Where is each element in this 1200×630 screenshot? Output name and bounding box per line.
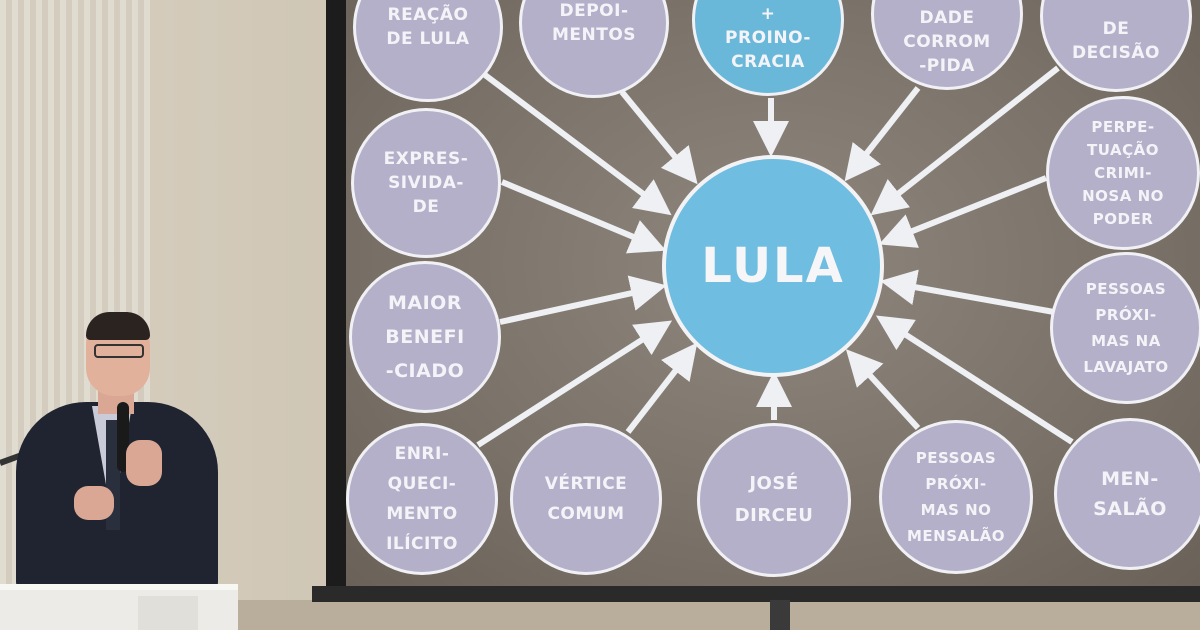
arrow-mensalao-pessoas — [845, 349, 921, 431]
node-label: DEPOI- MENTOS — [551, 1, 637, 45]
arrow-vertice — [625, 342, 698, 434]
node-label: PESSOAS PRÓXI- MAS NO MENSALÃO — [906, 449, 1006, 545]
node-label: VÉRTICE COMUM — [544, 474, 628, 524]
speaker-hand-right — [126, 440, 162, 486]
node-expressividade: EXPRES- SIVIDA- DE — [351, 108, 501, 258]
arrow-reacao — [483, 72, 672, 216]
node-label: JOSÉ DIRCEU — [734, 473, 814, 526]
node-vertice: VÉRTICE COMUM — [510, 423, 662, 575]
speaker-glasses — [94, 344, 144, 358]
node-dirceu: JOSÉ DIRCEU — [697, 423, 851, 577]
screen-bottom-bar — [312, 586, 1200, 602]
node-label: MAIOR BENEFI -CIADO — [385, 292, 465, 382]
speaker-hand-left — [74, 486, 114, 520]
node-label: ENRI- QUECI- MENTO ILÍCITO — [386, 444, 458, 554]
podium — [0, 584, 238, 630]
node-enriquecimento: ENRI- QUECI- MENTO ILÍCITO — [346, 423, 498, 575]
screen-pole — [770, 600, 790, 630]
center-node: LULA — [662, 155, 884, 377]
speaker-hair — [86, 312, 150, 340]
node-lavajato: PESSOAS PRÓXI- MAS NA LAVAJATO — [1050, 252, 1200, 404]
node-label: MEN- SALÃO — [1093, 468, 1167, 520]
node-perpetuacao: PERPE- TUAÇÃO CRIMI- NOSA NO PODER — [1046, 96, 1200, 250]
arrow-depoimentos — [619, 90, 698, 185]
node-label: REAÇÃO DE LULA — [386, 5, 470, 49]
node-label: DADE CORROM -PIDA — [903, 8, 991, 76]
arrow-expressividade — [500, 179, 667, 254]
arrow-enriquecimento — [476, 320, 673, 448]
arrow-perpetuacao — [878, 175, 1048, 248]
node-label: DE DECISÃO — [1072, 19, 1160, 63]
arrow-maior — [499, 275, 667, 325]
arrow-decisao — [870, 65, 1060, 216]
node-mensalao-pessoas: PESSOAS PRÓXI- MAS NO MENSALÃO — [879, 420, 1033, 574]
node-label: + PROINO- CRACIA — [725, 4, 811, 72]
node-label: EXPRES- SIVIDA- DE — [383, 149, 469, 217]
arrow-corrompida — [844, 86, 921, 182]
center-label: LULA — [701, 238, 845, 294]
node-label: PERPE- TUAÇÃO CRIMI- NOSA NO PODER — [1082, 117, 1164, 228]
node-label: PESSOAS PRÓXI- MAS NA LAVAJATO — [1083, 280, 1169, 376]
node-mensalao: MEN- SALÃO — [1054, 418, 1200, 570]
arrow-lavajato — [880, 269, 1055, 315]
podium-stand — [138, 596, 198, 630]
arrow-mensalao — [875, 315, 1074, 445]
node-maior: MAIOR BENEFI -CIADO — [349, 261, 501, 413]
